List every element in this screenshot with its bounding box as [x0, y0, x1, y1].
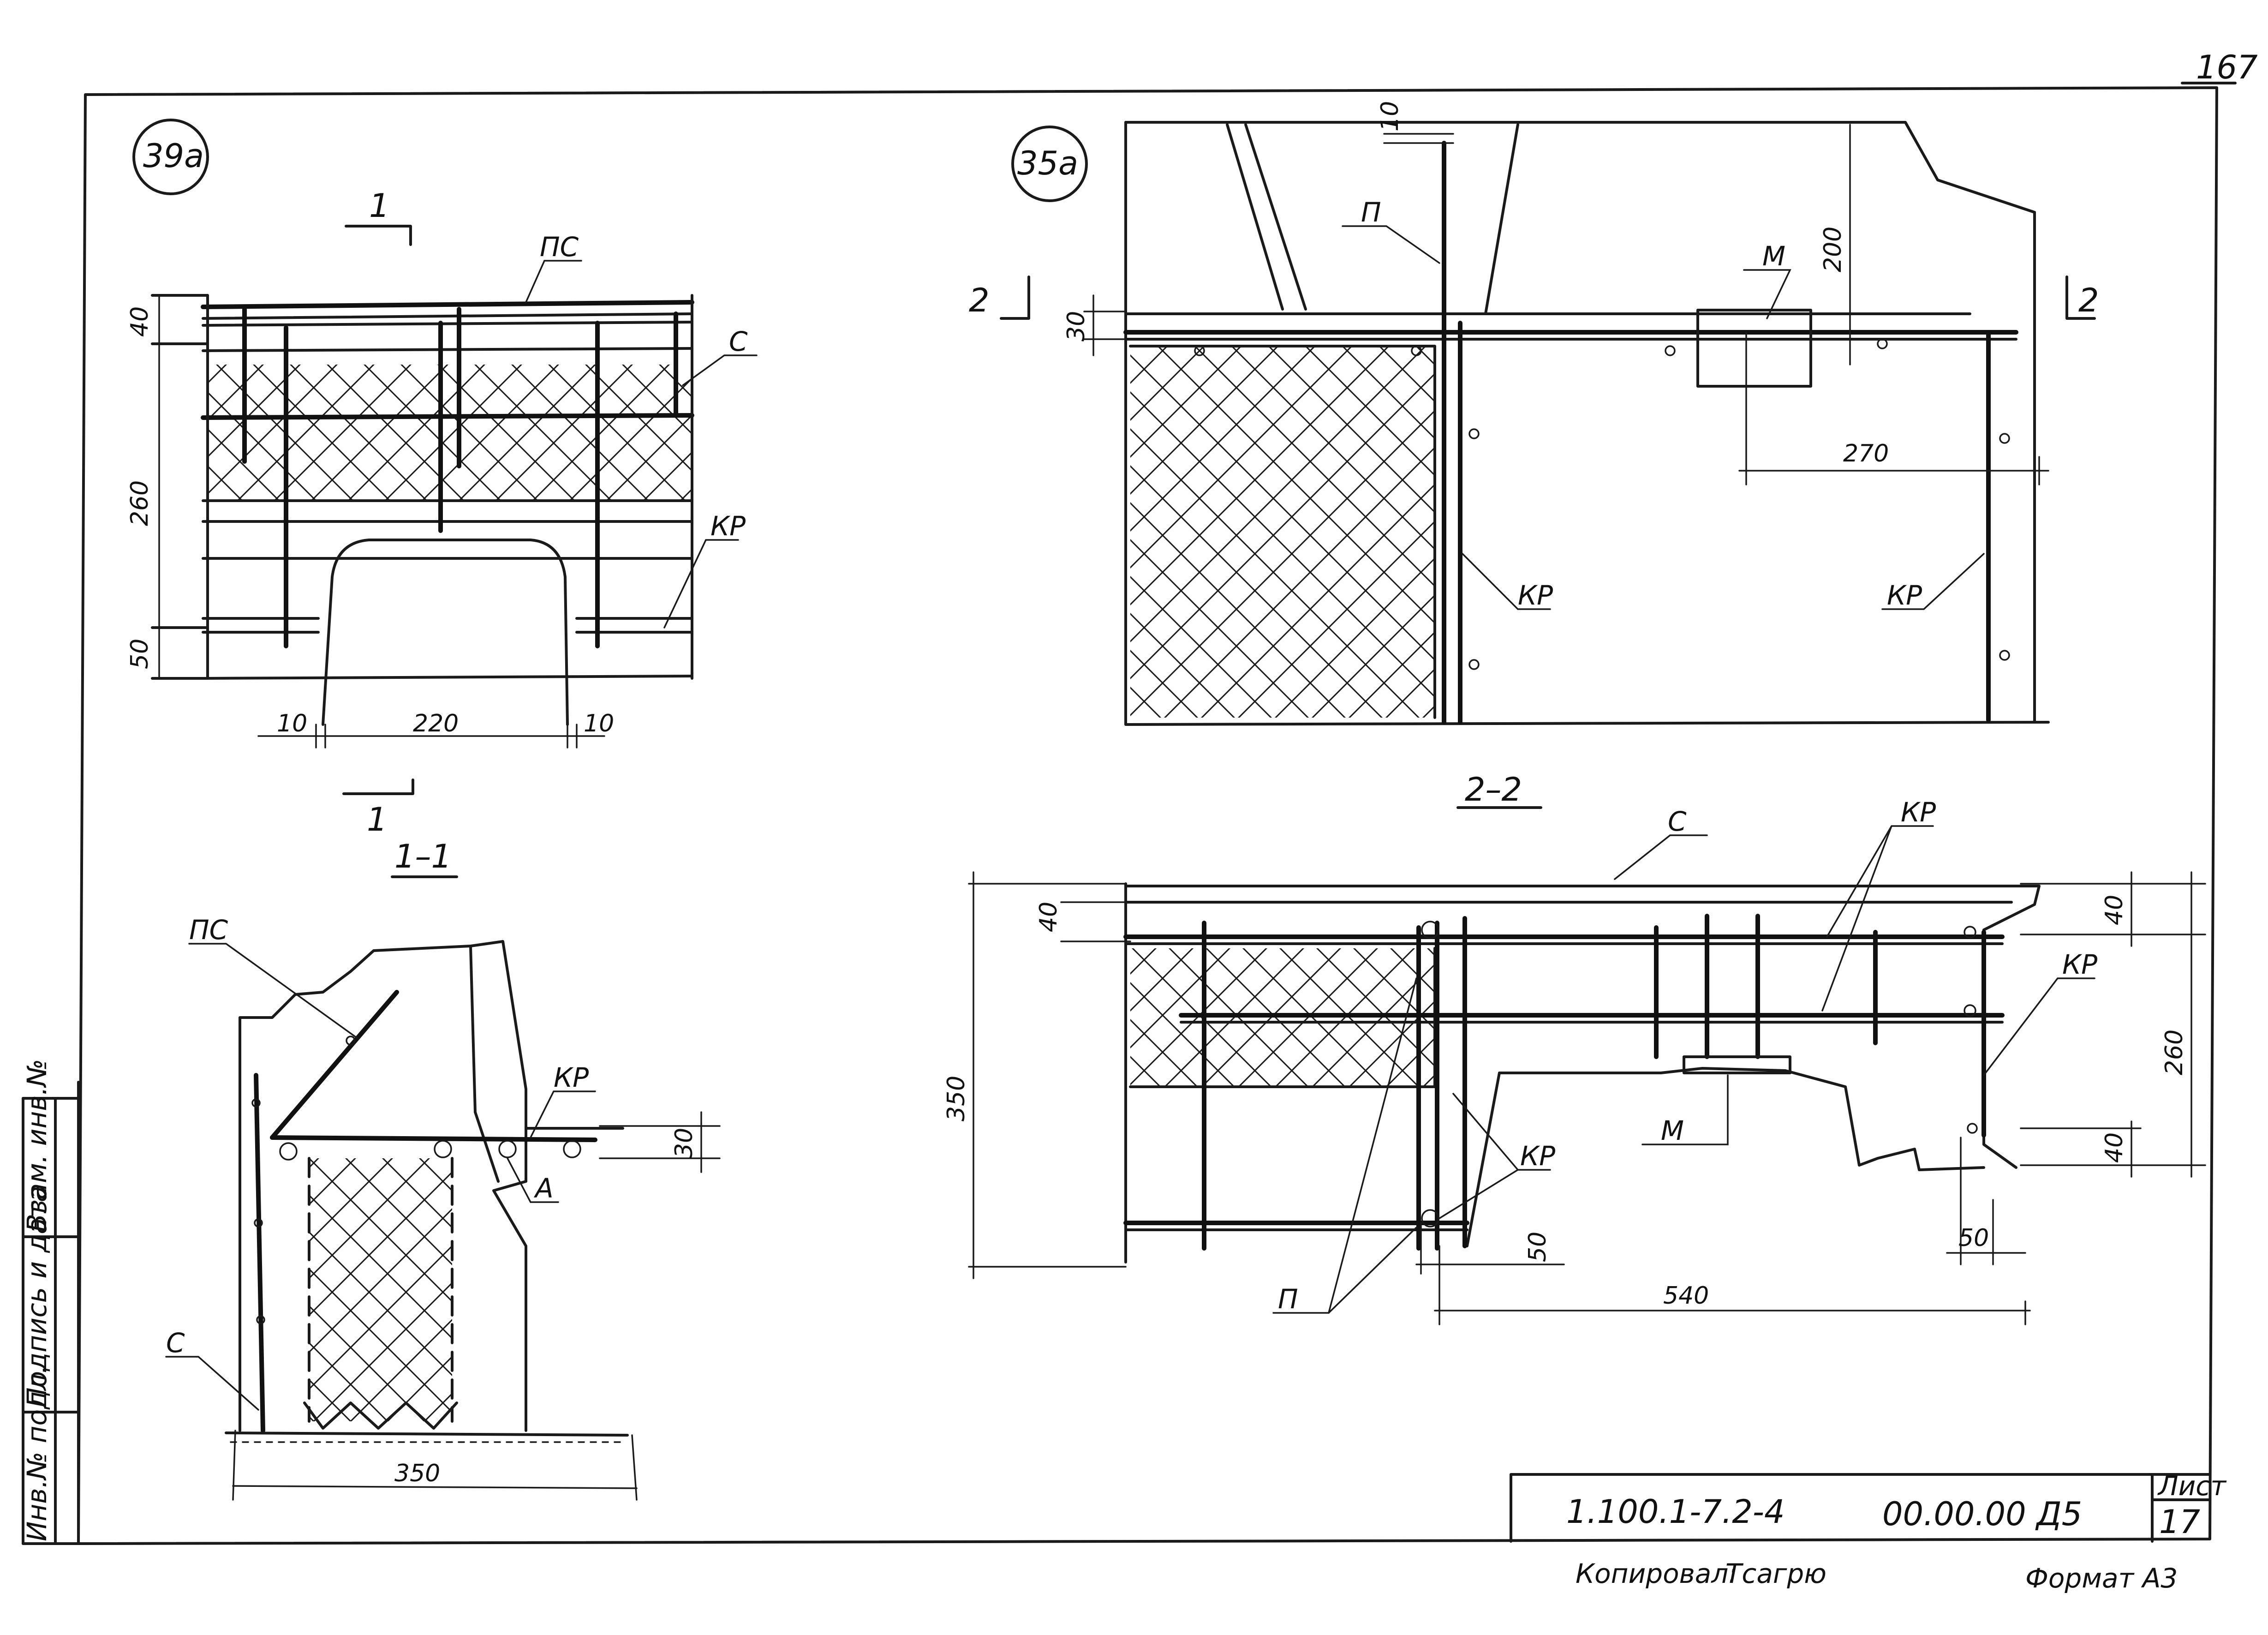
dim-40-39a: 40 — [126, 306, 154, 337]
sheet-label: Лист — [2157, 1470, 2227, 1502]
dim-350-1-1: 350 — [394, 1460, 440, 1487]
label-p-2-2: П — [1278, 1283, 1298, 1315]
label-m-2-2: М — [1661, 1115, 1684, 1146]
label-m-35a: М — [1762, 240, 1785, 272]
label-kr-right-35a: КР — [1887, 580, 1922, 611]
mesh-panel-35a — [1130, 346, 1435, 718]
dim-540-2-2: 540 — [1663, 1282, 1709, 1310]
view-35a: 35а 2 2 10 3 — [969, 101, 2099, 726]
dim-50-right-2-2: 50 — [1958, 1224, 1989, 1252]
label-ps-39a: ПС — [540, 231, 579, 263]
section-mark-1-bottom: 1 — [367, 801, 388, 838]
dim-260-39a: 260 — [126, 480, 154, 526]
dim-50-left-2-2: 50 — [1524, 1232, 1552, 1262]
stamp-inv-no: Инв.№ подл. — [21, 1365, 53, 1541]
section-1-1: 1–1 350 30 ПС КР — [165, 838, 721, 1501]
view-39a: 39а 1 1 40 260 50 — [126, 119, 758, 838]
section-mark-1-top: 1 — [369, 187, 390, 225]
title-block: 1.100.1-7.2-4 00.00.00 Д5 Лист 17 Копиро… — [1510, 1470, 2227, 1594]
dim-260-2-2: 260 — [2161, 1030, 2188, 1075]
label-ps-1-1: ПС — [189, 914, 228, 946]
label-kr-1-1: КР — [554, 1062, 589, 1093]
dim-40-right-bottom-2-2: 40 — [2101, 1132, 2128, 1163]
mesh-panel-39a — [208, 365, 692, 501]
section-title-1-1: 1–1 — [394, 838, 452, 875]
m-box-35a — [1696, 309, 1812, 388]
dim-10-35a: 10 — [1376, 101, 1404, 132]
section-mark-2-left: 2 — [969, 281, 990, 319]
dim-350-2-2: 350 — [943, 1076, 970, 1121]
label-p-35a: П — [1361, 197, 1381, 228]
view-marker-circle-39a — [132, 119, 209, 195]
copied-label: Копировал: — [1576, 1558, 1737, 1589]
label-kr-39a: КР — [710, 510, 746, 542]
side-stamp: Инв.№ подл. Подпись и дата Взам. инв.№ — [21, 1059, 80, 1545]
view-marker-35a: 35а — [1017, 144, 1078, 182]
dim-10-right-39a: 10 — [584, 710, 614, 737]
format-label: Формат А3 — [2025, 1563, 2178, 1594]
dim-270-35a: 270 — [1843, 440, 1889, 467]
m-block-2-2 — [1683, 1055, 1791, 1074]
label-a-1-1: А — [533, 1173, 554, 1204]
copied-signature: Тсагрю — [1725, 1558, 1826, 1589]
dim-30-35a: 30 — [1062, 311, 1090, 341]
sheet-number: 17 — [2159, 1503, 2200, 1541]
dim-10-left-39a: 10 — [277, 710, 307, 737]
dim-30-1-1: 30 — [670, 1128, 698, 1158]
view-marker-circle-35a — [1011, 126, 1088, 202]
label-c-1-1: С — [166, 1327, 185, 1359]
doc-code: 1.100.1-7.2-4 — [1566, 1493, 1785, 1531]
stamp-sign-date: Подпись и дата — [21, 1186, 53, 1407]
view-marker-39a: 39а — [143, 137, 204, 175]
label-kr-left-35a: КР — [1518, 580, 1553, 611]
dim-40-right-top-2-2: 40 — [2101, 895, 2128, 925]
section-mark-2-right: 2 — [2078, 281, 2099, 319]
label-c-2-2: С — [1668, 806, 1687, 837]
drawing-code: 00.00.00 Д5 — [1882, 1495, 2082, 1533]
dim-200-35a: 200 — [1819, 227, 1847, 272]
sheet-frame: 167 — [77, 48, 2258, 1545]
dim-220-39a: 220 — [413, 710, 459, 737]
label-kr-right-2-2: КР — [2062, 949, 2097, 980]
label-kr-bottom-2-2: КР — [1520, 1140, 1555, 1172]
mesh-panel-1-1 — [309, 1158, 452, 1421]
section-2-2: 2–2 350 — [943, 771, 2206, 1325]
stamp-vzam-inv: Взам. инв.№ — [21, 1059, 53, 1232]
dim-40-left-2-2: 40 — [1035, 902, 1062, 932]
page-number-top: 167 — [2196, 48, 2258, 86]
dim-50-39a: 50 — [126, 639, 154, 669]
label-kr-top-2-2: КР — [1901, 797, 1936, 828]
label-c-39a: С — [729, 326, 748, 357]
section-title-2-2: 2–2 — [1465, 771, 1522, 809]
